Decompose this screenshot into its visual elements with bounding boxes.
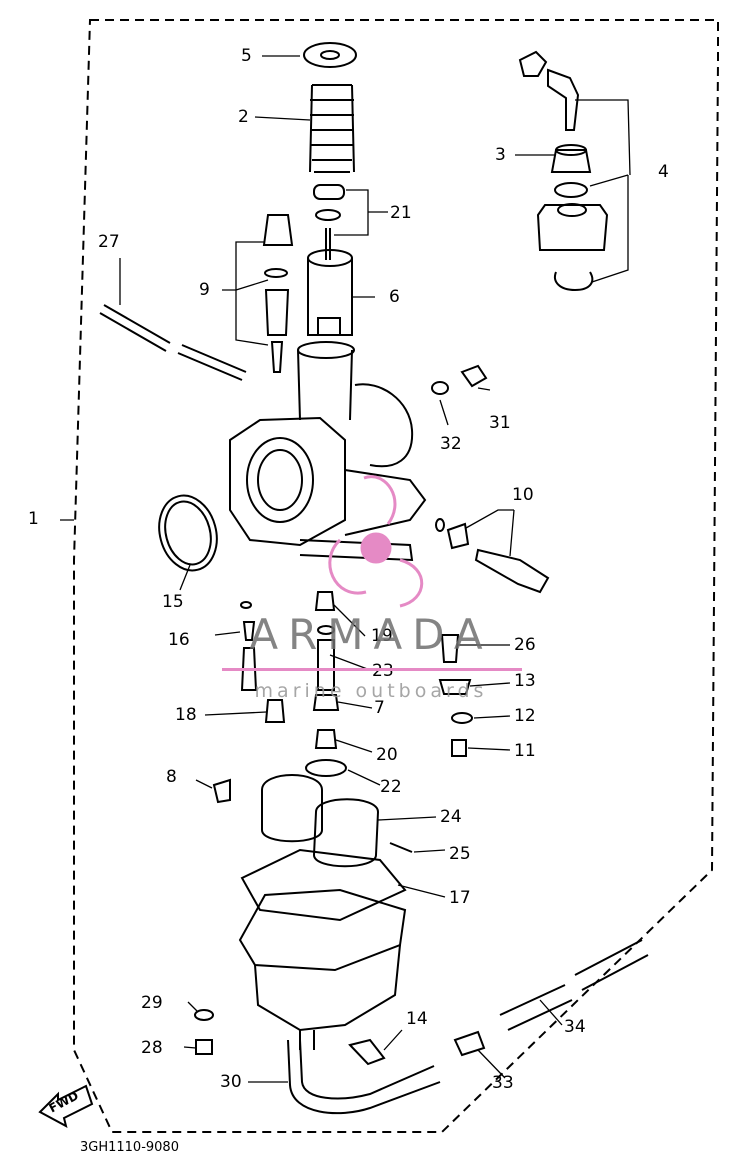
label-part-31: 31 xyxy=(489,413,511,433)
part-throttle-valve xyxy=(307,249,353,336)
label-part-5: 5 xyxy=(241,46,252,66)
label-part-8: 8 xyxy=(166,767,177,787)
assembly-boundary xyxy=(73,19,719,1133)
label-part-3: 3 xyxy=(495,145,506,165)
label-part-21: 21 xyxy=(390,203,412,223)
label-part-11: 11 xyxy=(514,741,536,761)
part-pilot-screw-set xyxy=(262,214,294,373)
label-part-29: 29 xyxy=(141,993,163,1013)
part-throttle-spring xyxy=(309,84,355,173)
label-part-28: 28 xyxy=(141,1038,163,1058)
label-part-6: 6 xyxy=(389,287,400,307)
label-part-19: 19 xyxy=(371,626,393,646)
label-part-25: 25 xyxy=(449,844,471,864)
label-part-32: 32 xyxy=(440,434,462,454)
label-part-2: 2 xyxy=(238,107,249,127)
label-part-26: 26 xyxy=(514,635,536,655)
part-o-ring xyxy=(158,494,218,572)
part-float-chamber xyxy=(238,888,407,1050)
label-part-33: 33 xyxy=(492,1073,514,1093)
label-part-34: 34 xyxy=(564,1017,586,1037)
label-part-14: 14 xyxy=(406,1009,428,1029)
label-part-4: 4 xyxy=(658,162,669,182)
part-carburetor-body xyxy=(229,341,427,562)
label-part-13: 13 xyxy=(514,671,536,691)
label-part-24: 24 xyxy=(440,807,462,827)
label-part-7: 7 xyxy=(374,698,385,718)
drawing-code: 3GH1110-9080 xyxy=(80,1140,179,1155)
label-part-12: 12 xyxy=(514,706,536,726)
label-part-20: 20 xyxy=(376,745,398,765)
watermark-divider xyxy=(222,668,522,671)
watermark-tagline: marine outboards xyxy=(254,680,488,702)
part-mixing-chamber-top xyxy=(518,50,609,292)
part-seal-washer xyxy=(303,42,357,68)
watermark-logo-icon xyxy=(328,475,424,608)
label-part-1: 1 xyxy=(28,509,39,529)
label-part-16: 16 xyxy=(168,630,190,650)
fwd-arrow-icon xyxy=(38,1084,94,1128)
part-vent-tube xyxy=(99,304,247,381)
label-part-9: 9 xyxy=(199,280,210,300)
label-part-23: 23 xyxy=(372,661,394,681)
label-part-15: 15 xyxy=(162,592,184,612)
label-part-18: 18 xyxy=(175,705,197,725)
label-part-17: 17 xyxy=(449,888,471,908)
label-part-30: 30 xyxy=(220,1072,242,1092)
label-part-22: 22 xyxy=(380,777,402,797)
part-drain-hose xyxy=(287,1039,441,1115)
watermark-brand: ARMADA xyxy=(249,610,493,659)
label-part-10: 10 xyxy=(512,485,534,505)
part-float xyxy=(261,774,323,843)
part-gasket xyxy=(240,848,407,922)
label-part-27: 27 xyxy=(98,232,120,252)
